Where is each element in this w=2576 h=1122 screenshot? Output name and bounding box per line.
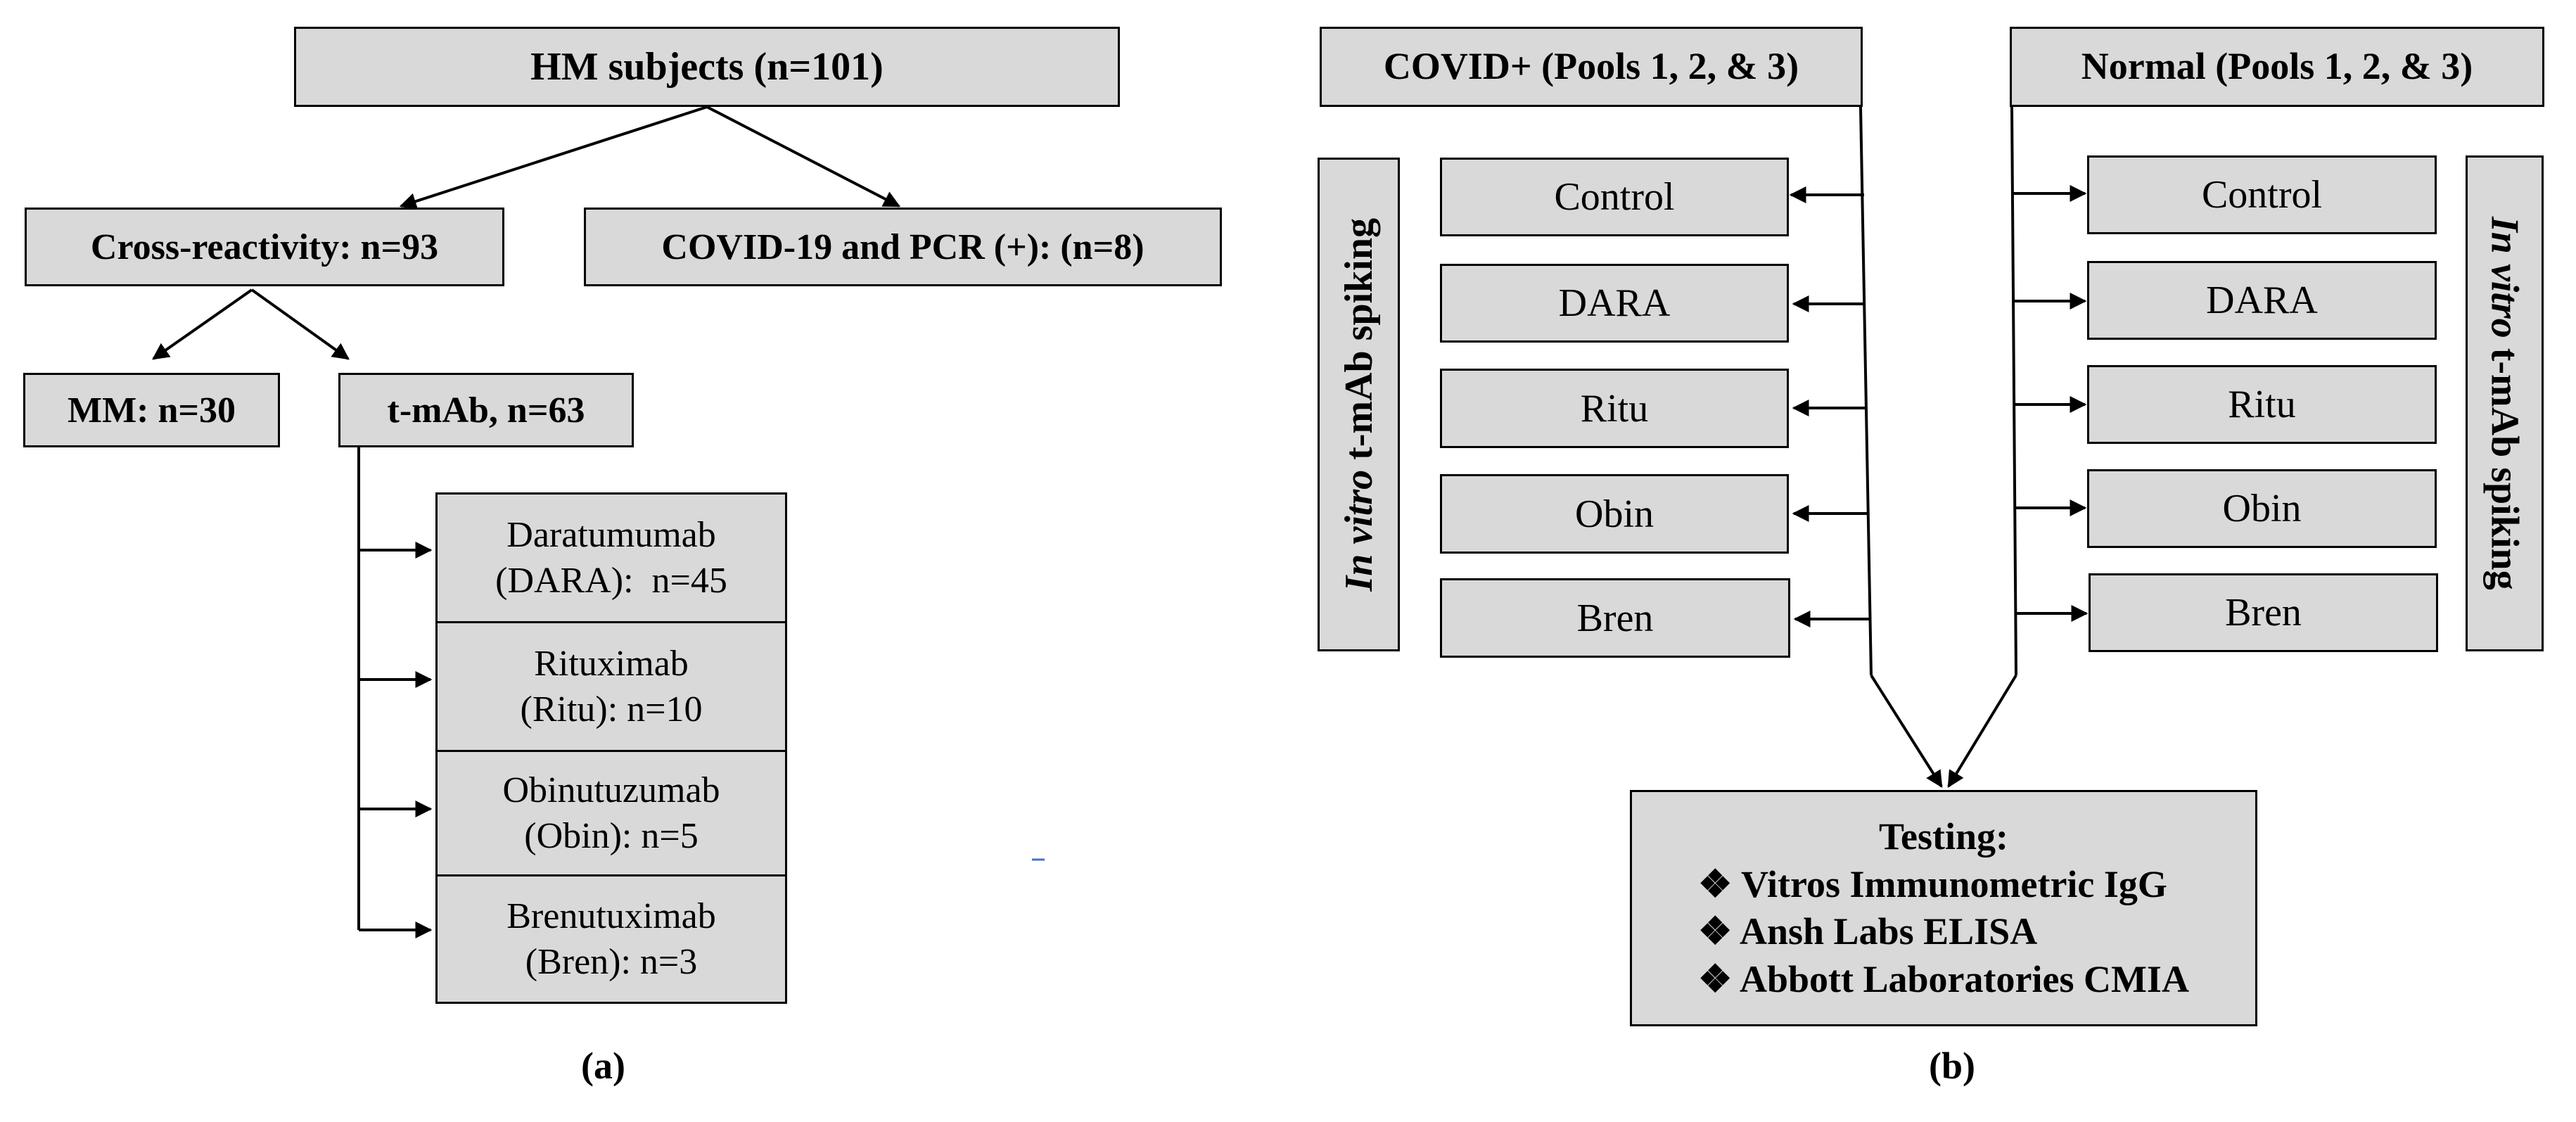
testing-list: ❖ Vitros Immunometric IgG ❖ Ansh Labs EL… [1698,861,2189,1004]
spiking-label-left: In vitro t-mAb spiking [1334,218,1384,592]
covid-obin-box: Obin [1440,474,1789,554]
normal-dara-box: DARA [2087,261,2437,340]
spiking-box-right: In vitro t-mAb spiking [2466,155,2544,651]
in-vitro-text: In vitro [2482,217,2527,338]
normal-trunk [2010,106,2017,676]
condition-label: DARA [2206,279,2318,322]
normal-bren-box: Bren [2089,573,2438,652]
bullet-icon: ❖ [1698,957,1733,1000]
condition-label: DARA [1558,281,1671,325]
testing-item-label: Vitros Immunometric IgG [1740,862,2167,905]
testing-title: Testing: [1878,815,2009,858]
condition-label: Ritu [2228,383,2296,426]
condition-label: Ritu [1580,386,1649,431]
spiking-box-left: In vitro t-mAb spiking [1318,158,1400,651]
drug-box-dara: Daratumumab (DARA): n=45 [435,492,787,623]
hm-subjects-label: HM subjects (n=101) [530,45,884,89]
in-vitro-text: In vitro [1337,469,1381,592]
bullet-icon: ❖ [1698,862,1733,905]
spiking-rest-text: t-mAb spiking [1337,217,1381,470]
condition-label: Obin [2222,487,2302,530]
spiking-label-right: In vitro t-mAb spiking [2480,217,2530,590]
normal-pools-box: Normal (Pools 1, 2, & 3) [2010,27,2544,107]
testing-box: Testing: ❖ Vitros Immunometric IgG ❖ Ans… [1630,790,2257,1026]
testing-item-label: Ansh Labs ELISA [1739,910,2038,952]
normal-pools-label: Normal (Pools 1, 2, & 3) [2081,45,2473,88]
drug-count: (Ritu): n=10 [520,689,703,729]
covid-pools-label: COVID+ (Pools 1, 2, & 3) [1383,45,1799,88]
normal-control-box: Control [2087,155,2437,234]
drug-box-ritu: Rituximab (Ritu): n=10 [435,621,787,752]
drug-name: Obinutuzumab [502,770,720,810]
mm-box: MM: n=30 [23,373,280,447]
spiking-rest-text: t-mAb spiking [2482,338,2527,590]
testing-item-label: Abbott Laboratories CMIA [1739,957,2189,1000]
drug-box-obin: Obinutuzumab (Obin): n=5 [435,750,787,876]
covid-pcr-label: COVID-19 and PCR (+): (n=8) [661,227,1144,267]
condition-label: Control [2201,173,2323,217]
drug-count: (Obin): n=5 [524,816,699,856]
drug-count: (Bren): n=3 [525,942,698,982]
arrow-top-to-covid [706,106,901,208]
arrow-normal-testing [1947,674,2017,789]
covid-control-box: Control [1440,158,1789,236]
covid-pcr-box: COVID-19 and PCR (+): (n=8) [584,208,1222,286]
testing-item: ❖ Abbott Laboratories CMIA [1698,956,2189,1004]
testing-item: ❖ Vitros Immunometric IgG [1698,861,2189,909]
condition-label: Bren [1576,596,1654,640]
cross-reactivity-box: Cross-reactivity: n=93 [25,208,504,286]
condition-label: Bren [2225,591,2302,635]
tmab-label: t-mAb, n=63 [387,390,585,431]
covid-dara-box: DARA [1440,264,1789,343]
drug-count: (DARA): n=45 [495,561,727,601]
condition-label: Obin [1575,492,1654,536]
drug-name: Daratumumab [506,515,716,555]
testing-item: ❖ Ansh Labs ELISA [1698,908,2189,956]
drug-name: Brenutuximab [506,896,716,936]
bullet-icon: ❖ [1698,910,1733,952]
arrow-cross-to-tmab [250,288,350,360]
drug-name: Rituximab [534,644,689,684]
mm-label: MM: n=30 [67,390,236,431]
covid-pools-box: COVID+ (Pools 1, 2, & 3) [1320,27,1863,107]
drug-box-bren: Brenutuximab (Bren): n=3 [435,874,787,1004]
panel-b-caption: (b) [1929,1045,1975,1087]
covid-trunk [1859,106,1873,676]
panel-a-caption: (a) [581,1045,625,1087]
normal-obin-box: Obin [2087,469,2437,548]
arrow-covid-testing [1870,674,1943,789]
hm-subjects-box: HM subjects (n=101) [294,27,1120,107]
arrow-top-to-cross [399,106,708,210]
cross-reactivity-label: Cross-reactivity: n=93 [90,227,439,267]
covid-ritu-box: Ritu [1440,369,1789,448]
condition-label: Control [1554,175,1675,219]
covid-bren-box: Bren [1440,578,1790,658]
normal-ritu-box: Ritu [2087,365,2437,444]
tmab-box: t-mAb, n=63 [338,373,634,447]
arrow-cross-to-mm [152,288,253,360]
